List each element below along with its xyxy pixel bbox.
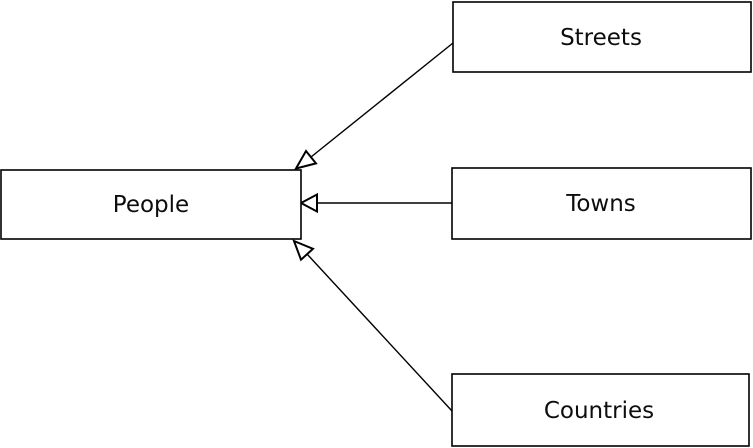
people-box <box>0 169 302 240</box>
countries-label: Countries <box>544 398 654 424</box>
edge-streets-to-people <box>310 42 454 158</box>
towns-label: Towns <box>565 191 636 217</box>
open-triangle-arrowhead-streets <box>293 149 318 171</box>
countries-box <box>451 373 750 447</box>
streets-label: Streets <box>560 25 642 51</box>
open-triangle-arrowhead-countries <box>292 239 315 262</box>
people-label: People <box>113 192 189 218</box>
towns-box <box>451 167 752 240</box>
edge-countries-to-people <box>306 253 453 412</box>
streets-box <box>452 1 752 73</box>
open-triangle-arrowhead-towns <box>298 192 318 214</box>
